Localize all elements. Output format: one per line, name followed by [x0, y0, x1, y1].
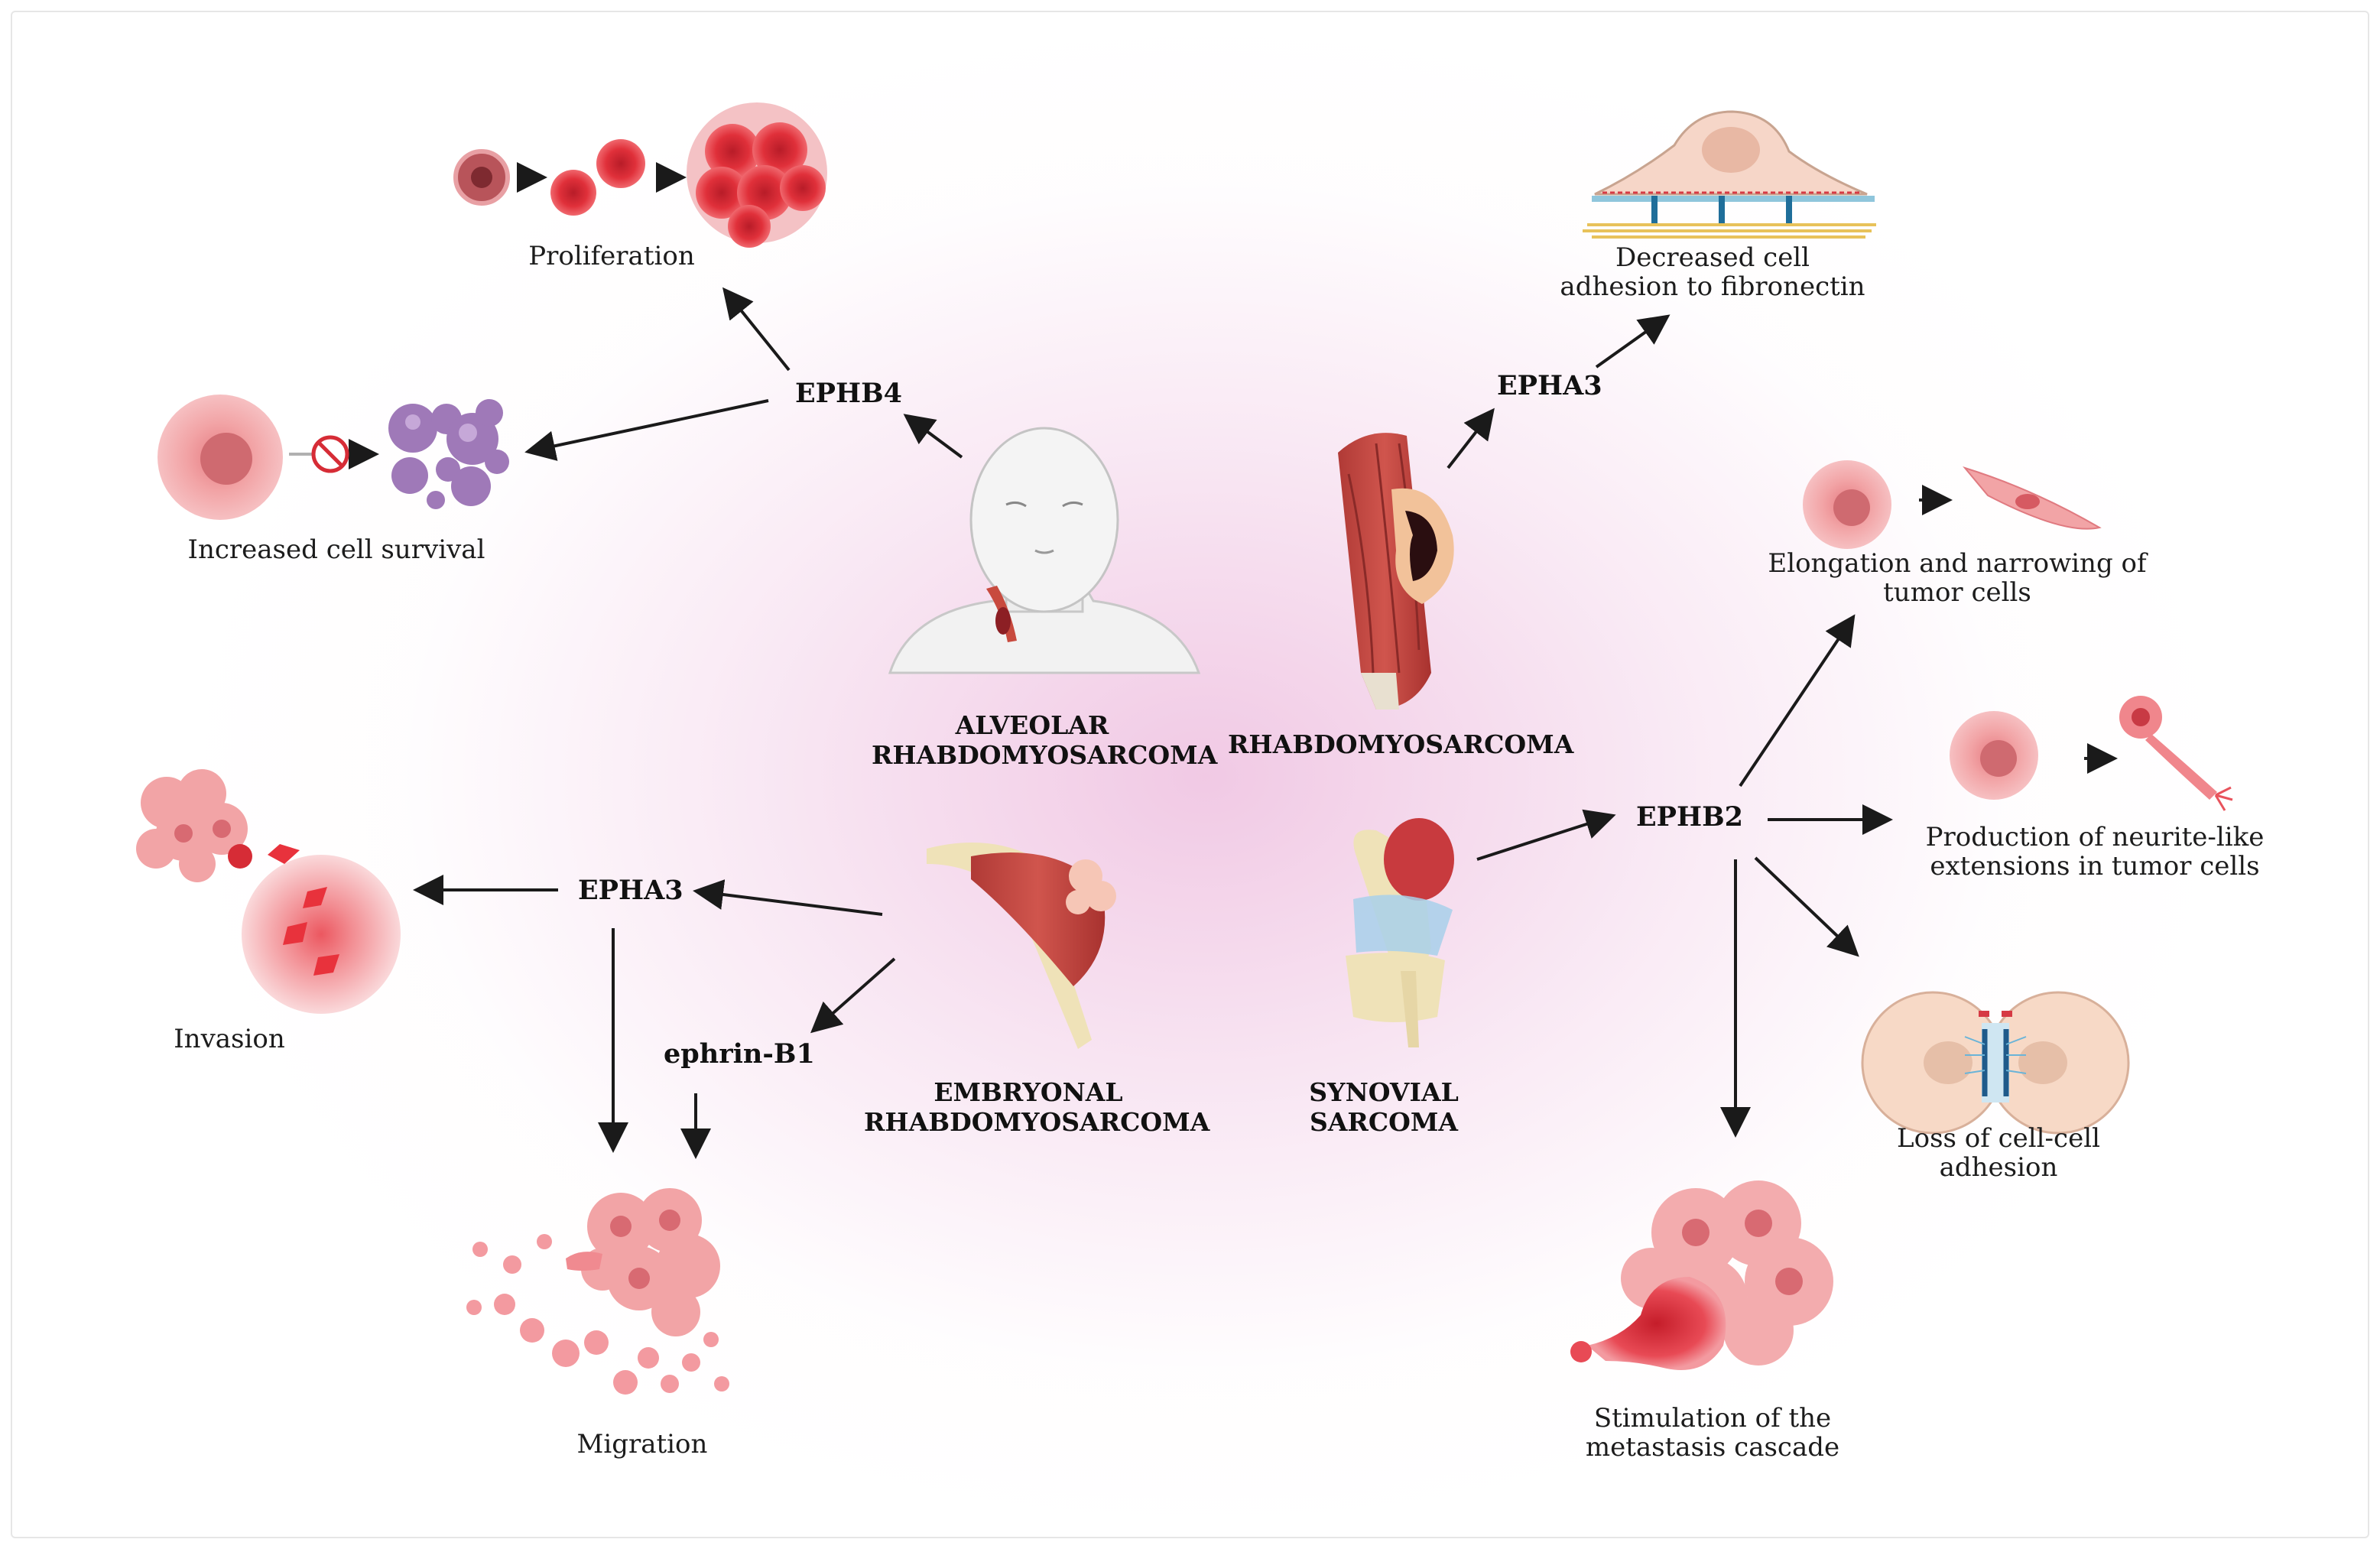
label-cell-cell-adhesion: Loss of cell-cell adhesion	[1897, 1123, 2100, 1184]
arrow-leg-to-epha3	[1447, 408, 1495, 469]
label-metastasis: Stimulation of the metastasis cascade	[1585, 1403, 1840, 1463]
cell-division-icon	[453, 102, 827, 248]
tumor-embryonal: EMBRYONAL RHABDOMYOSARCOMA	[864, 1077, 1210, 1137]
elongated-cell-icon	[1803, 460, 2102, 549]
label-invasion: Invasion	[174, 1024, 285, 1054]
gene-epha3-top: EPHA3	[1497, 370, 1602, 401]
tumor-synovial: SYNOVIAL SARCOMA	[1309, 1077, 1459, 1137]
neurite-cell-icon	[1950, 696, 2233, 811]
invasion-icon	[136, 769, 401, 1014]
tumor-alveolar: ALVEOLAR RHABDOMYOSARCOMA	[872, 710, 1218, 770]
leg-muscle-tumor-icon	[1338, 433, 1454, 710]
arrow-ephb4-to-survival	[524, 399, 769, 461]
arrow-shoulder-to-epha3	[693, 879, 883, 916]
apoptosis-blocked-icon	[157, 395, 509, 520]
shoulder-muscle-tumor-icon	[927, 843, 1116, 1049]
head-neck-icon	[888, 427, 1201, 674]
arrow-ephb4-to-proliferation	[722, 287, 791, 372]
label-proliferation: Proliferation	[528, 241, 695, 271]
label-neurite: Production of neurite-like extensions in…	[1925, 822, 2265, 882]
arrow-ephb2-to-cellcell	[1754, 856, 1859, 957]
migration-cluster-icon	[466, 1188, 729, 1395]
label-elongation: Elongation and narrowing of tumor cells	[1768, 548, 2147, 609]
arrows	[413, 287, 1893, 1159]
arrow-head-to-ephb4	[903, 414, 963, 459]
gene-ephrin-b1: ephrin-B1	[664, 1038, 815, 1070]
knee-joint-icon	[1346, 818, 1454, 1047]
arrow-epha3-to-adhesion	[1595, 314, 1671, 369]
gene-ephb2: EPHB2	[1636, 801, 1743, 833]
arrow-ephb2-to-elongation	[1739, 614, 1856, 787]
arrow-knee-to-ephb2	[1476, 809, 1616, 861]
arrow-shoulder-to-ephrin	[810, 957, 896, 1034]
label-cell-survival: Increased cell survival	[187, 534, 485, 565]
cell-junction-icon	[1861, 991, 2130, 1135]
label-migration: Migration	[576, 1429, 708, 1460]
metastasis-cluster-icon	[1570, 1180, 1833, 1370]
tumor-rhabdomyosarcoma: RHABDOMYOSARCOMA	[1228, 729, 1574, 759]
gene-ephb4: EPHB4	[795, 378, 902, 409]
gene-epha3-left: EPHA3	[578, 875, 683, 906]
fibronectin-cell-icon	[1583, 110, 1876, 239]
label-fibronectin-adhesion: Decreased cell adhesion to fibronectin	[1560, 242, 1865, 303]
